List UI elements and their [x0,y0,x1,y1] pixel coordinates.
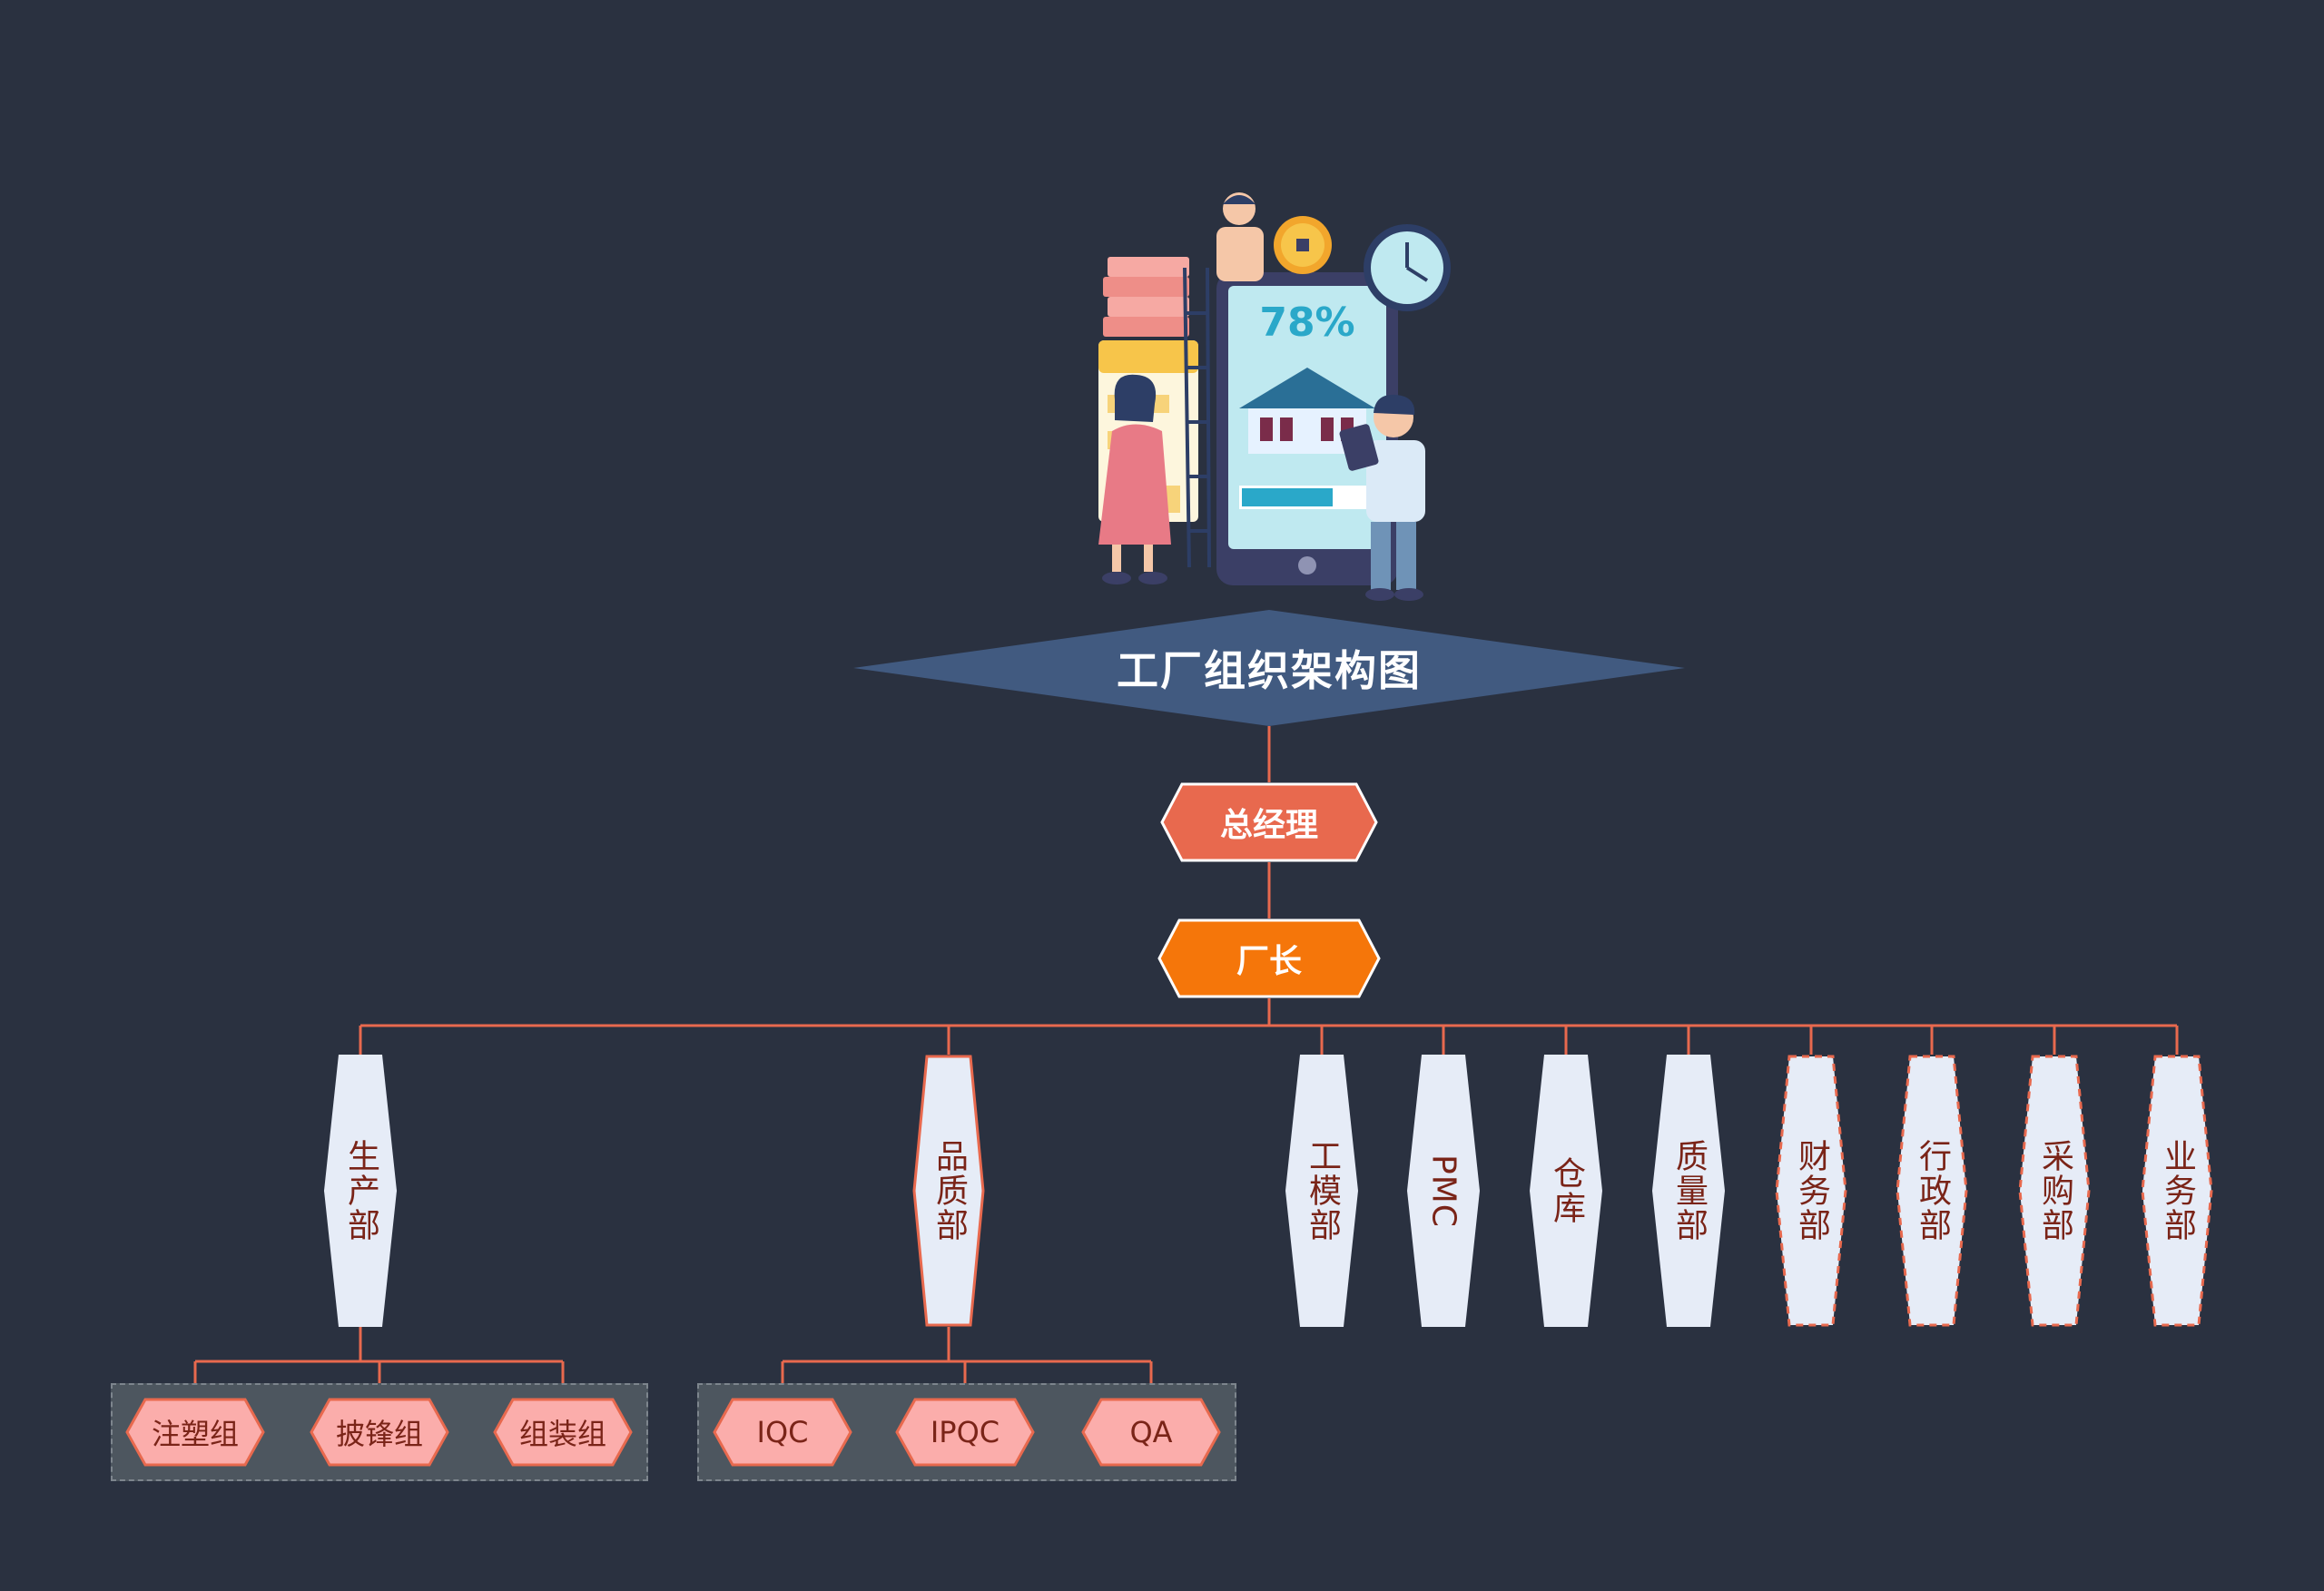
sub-group-label: IPQC [930,1415,1000,1449]
office-illustration: 78% [1098,192,1451,601]
woman-icon [1098,374,1171,584]
dept-administration[interactable]: 行政部 [1896,1055,1968,1327]
dept-warehouse[interactable]: 仓库 [1530,1055,1602,1327]
sub-group-label: 组装组 [518,1417,606,1451]
clock-icon [1364,224,1451,311]
sub-group-node[interactable]: 披锋组 [310,1398,449,1467]
sub-group-label: 注塑组 [151,1417,239,1451]
dept-label: 品质部 [931,1139,968,1242]
dept-label: 财务部 [1793,1139,1830,1242]
dept-label: 生产部 [342,1139,379,1242]
dept-production[interactable]: 生产部 [324,1055,397,1327]
general-manager-node[interactable]: 总经理 [1160,782,1378,862]
dept-pmc[interactable]: PMC [1407,1055,1480,1327]
dept-label: 行政部 [1914,1139,1951,1242]
sub-group-node[interactable]: 注塑组 [125,1398,265,1467]
dept-tooling[interactable]: 工模部 [1285,1055,1358,1327]
chart-title: 工厂组织架构图 [1117,646,1422,695]
coin-icon [1274,216,1332,274]
factory-director-node[interactable]: 厂长 [1157,918,1381,998]
factory-director-label: 厂长 [1236,943,1302,980]
dept-label: 工模部 [1304,1139,1341,1242]
dept-label: PMC [1424,1154,1462,1228]
ladder-icon [1183,267,1211,568]
dept-label: 采购部 [2036,1139,2073,1242]
sub-group-node[interactable]: IQC [713,1398,852,1467]
phone-icon: 78% [1216,272,1398,585]
sub-group-node[interactable]: QA [1081,1398,1221,1467]
dept-quality[interactable]: 品质部 [912,1055,985,1327]
dept-label: 质量部 [1670,1139,1708,1242]
progress-percent: 78% [1259,300,1354,346]
sub-group-label: QA [1129,1415,1173,1449]
dept-finance[interactable]: 财务部 [1775,1055,1847,1327]
dept-label: 业务部 [2159,1139,2196,1242]
general-manager-label: 总经理 [1219,807,1318,844]
money-stack-icon [1103,257,1189,337]
man-with-tablet-icon [1339,394,1425,601]
title-diamond: 工厂组织架构图 [853,610,1685,726]
sub-group-label: 披锋组 [335,1417,423,1451]
dept-purchasing[interactable]: 采购部 [2018,1055,2091,1327]
sub-group-node[interactable]: IPQC [895,1398,1035,1467]
sub-group-node[interactable]: 组装组 [493,1398,633,1467]
dept-label: 仓库 [1548,1156,1585,1225]
sub-group-label: IQC [756,1415,809,1449]
dept-sales[interactable]: 业务部 [2141,1055,2213,1327]
dept-quality-control[interactable]: 质量部 [1652,1055,1725,1327]
man-on-ladder-icon [1216,192,1264,281]
